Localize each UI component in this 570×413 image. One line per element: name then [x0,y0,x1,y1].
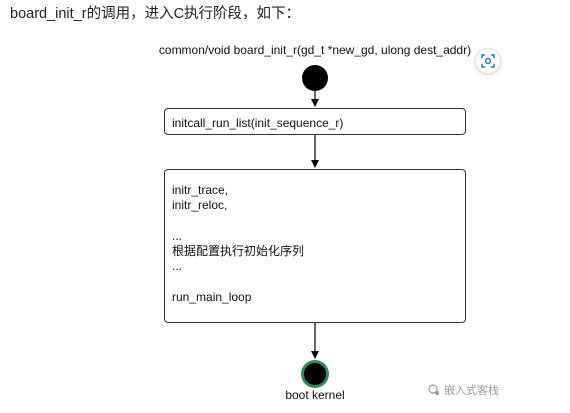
init-sequence-box: initr_trace, initr_reloc, ... 根据配置执行初始化序… [164,169,466,323]
intro-text: board_init_r的调用，进入C执行阶段，如下： [10,6,301,22]
scan-icon[interactable] [475,48,501,74]
sequence-gap [172,274,465,290]
end-node [301,360,329,388]
sequence-line: run_main_loop [172,290,252,304]
end-label: boot kernel [285,388,345,402]
sequence-line: 根据配置执行初始化序列 [172,244,305,258]
initcall-label: initcall_run_list(init_sequence_r) [172,116,344,130]
watermark-text: 嵌入式客栈 [444,385,499,397]
watermark-logo-icon [428,384,439,395]
initcall-box: initcall_run_list(init_sequence_r) [164,108,466,135]
watermark: 嵌入式客栈 [428,382,499,398]
sequence-line: initr_trace, [172,183,229,197]
start-node [302,65,328,91]
sequence-line: ... [172,259,183,273]
function-signature: common/void board_init_r(gd_t *new_gd, u… [158,43,472,57]
end-node-core [304,363,326,385]
sequence-line: initr_reloc, [172,198,228,212]
sequence-gap [172,213,465,229]
sequence-line: ... [172,229,183,243]
scan-icon-glyph [481,54,495,68]
